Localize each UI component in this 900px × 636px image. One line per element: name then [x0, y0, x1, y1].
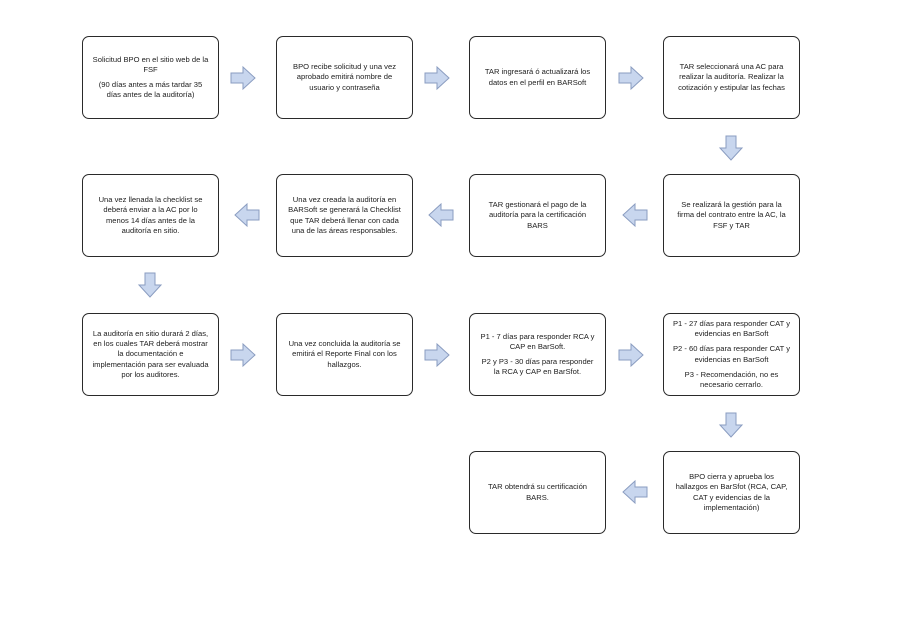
step-4-text: TAR seleccionará una AC para realizar la… — [678, 62, 785, 92]
step-10-box: Una vez concluida la auditoría se emitir… — [276, 313, 413, 396]
step-5-box: Se realizará la gestión para la firma de… — [663, 174, 800, 257]
arrow-right-icon — [230, 65, 256, 91]
arrow-down-icon — [718, 135, 744, 161]
step-1-box: Solicitud BPO en el sitio web de la FSF … — [82, 36, 219, 119]
step-12-p2-text: P2 - 60 días para responder CAT y eviden… — [672, 344, 791, 364]
step-13-box: BPO cierra y aprueba los hallazgos en Ba… — [663, 451, 800, 534]
step-5-text: Se realizará la gestión para la firma de… — [677, 200, 786, 230]
step-8-box: Una vez llenada la checklist se deberá e… — [82, 174, 219, 257]
step-6-text: TAR gestionará el pago de la auditoría p… — [488, 200, 587, 230]
step-13-text: BPO cierra y aprueba los hallazgos en Ba… — [675, 472, 788, 512]
step-9-box: La auditoría en sitio durará 2 días, en … — [82, 313, 219, 396]
arrow-down-icon — [137, 272, 163, 298]
step-11-box: P1 - 7 días para responder RCA y CAP en … — [469, 313, 606, 396]
step-12-box: P1 - 27 días para responder CAT y eviden… — [663, 313, 800, 396]
arrow-left-icon — [234, 202, 260, 228]
step-4-box: TAR seleccionará una AC para realizar la… — [663, 36, 800, 119]
arrow-left-icon — [622, 202, 648, 228]
step-7-text: Una vez creada la auditoría en BARSoft s… — [288, 195, 401, 235]
arrow-right-icon — [424, 342, 450, 368]
step-7-box: Una vez creada la auditoría en BARSoft s… — [276, 174, 413, 257]
arrow-right-icon — [618, 65, 644, 91]
arrow-down-icon — [718, 412, 744, 438]
arrow-right-icon — [618, 342, 644, 368]
step-9-text: La auditoría en sitio durará 2 días, en … — [92, 328, 209, 379]
step-6-box: TAR gestionará el pago de la auditoría p… — [469, 174, 606, 257]
arrow-right-icon — [424, 65, 450, 91]
step-2-text: BPO recibe solicitud y una vez aprobado … — [293, 62, 396, 92]
step-11-p1-text: P1 - 7 días para responder RCA y CAP en … — [480, 331, 595, 351]
arrow-left-icon — [428, 202, 454, 228]
step-14-box: TAR obtendrá su certificación BARS. — [469, 451, 606, 534]
arrow-left-icon — [622, 479, 648, 505]
arrow-right-icon — [230, 342, 256, 368]
step-3-box: TAR ingresará ó actualizará los datos en… — [469, 36, 606, 119]
step-1-text: Solicitud BPO en el sitio web de la FSF — [92, 54, 209, 74]
step-1-note: (90 días antes a más tardar 35 días ante… — [98, 80, 203, 100]
step-12-p3-text: P3 - Recomendación, no es necesario cerr… — [684, 369, 779, 389]
step-3-text: TAR ingresará ó actualizará los datos en… — [484, 67, 591, 87]
step-14-text: TAR obtendrá su certificación BARS. — [487, 482, 588, 502]
step-10-text: Una vez concluida la auditoría se emitir… — [288, 339, 401, 369]
step-8-text: Una vez llenada la checklist se deberá e… — [98, 195, 203, 235]
step-12-p1-text: P1 - 27 días para responder CAT y eviden… — [672, 318, 791, 338]
step-2-box: BPO recibe solicitud y una vez aprobado … — [276, 36, 413, 119]
step-11-p2-text: P2 y P3 - 30 días para responder la RCA … — [481, 357, 594, 377]
